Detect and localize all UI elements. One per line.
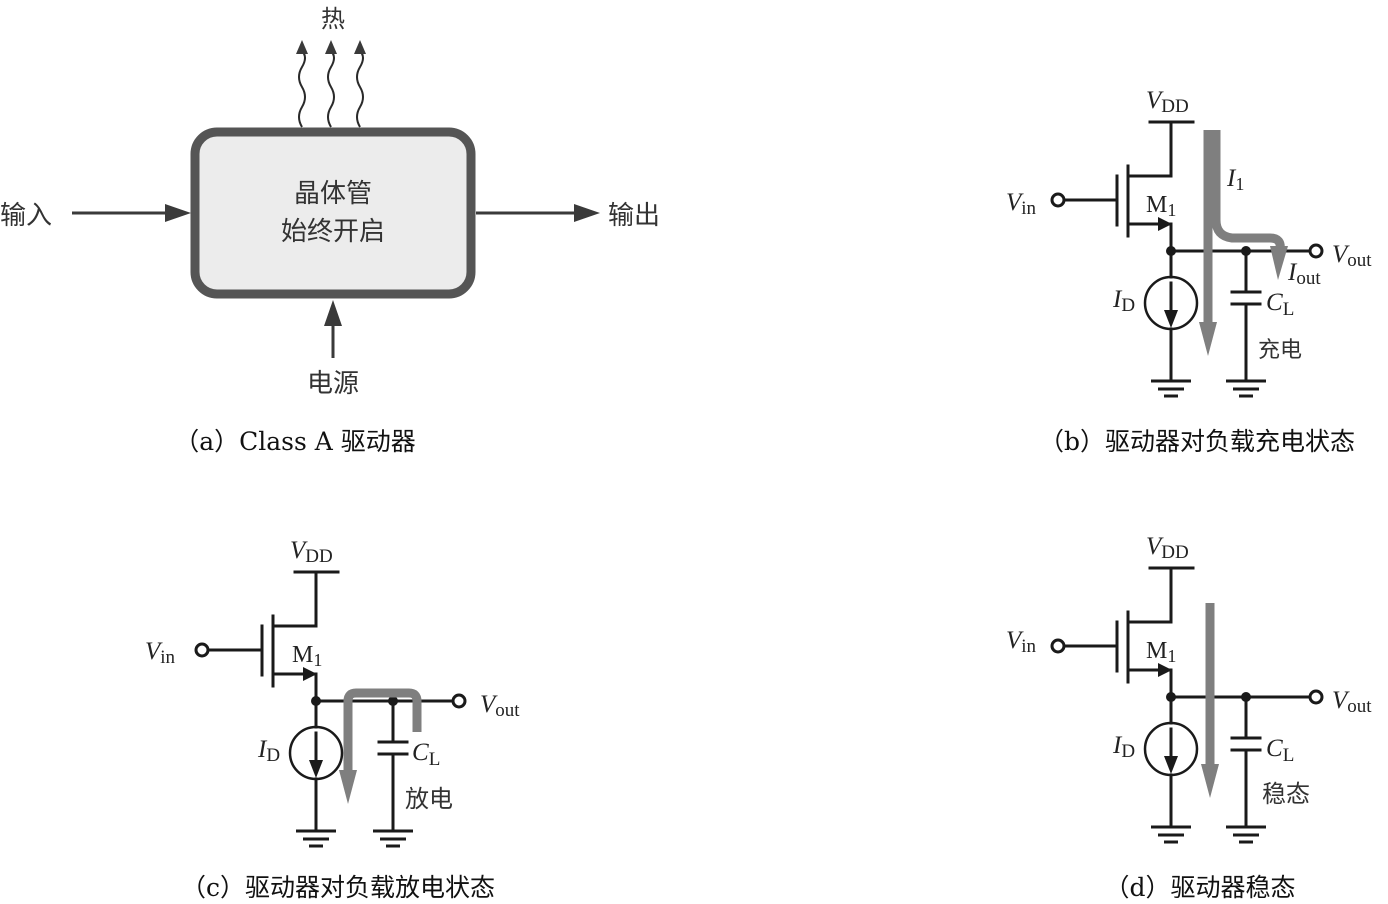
power-arrow [324, 300, 342, 358]
input-label: 输入 [0, 201, 52, 231]
block-label-line1: 晶体管 [294, 179, 372, 209]
heat-wave-3 [356, 50, 364, 128]
heat-wave-1 [298, 50, 306, 128]
power-label: 电源 [307, 369, 359, 399]
caption-b: （b）驱动器对负载充电状态 [1039, 427, 1355, 456]
i1-label: I1 [1226, 165, 1244, 194]
circuit-d [1050, 566, 1324, 844]
flow-arrows-b [1199, 130, 1288, 356]
m1-label: M1 [1146, 638, 1176, 666]
vout-label: Vout [1332, 241, 1372, 271]
vout-terminal [1308, 243, 1324, 259]
vin-terminal [1050, 192, 1066, 208]
block-label-line2: 始终开启 [281, 217, 385, 247]
state-label-steady: 稳态 [1262, 780, 1310, 808]
caption-d: （d）驱动器稳态 [1104, 873, 1295, 902]
id-label: ID [1112, 732, 1135, 762]
vout-terminal [451, 693, 467, 709]
cl-label: CL [1266, 735, 1294, 766]
vout-label: Vout [1332, 687, 1372, 717]
transistor-block [190, 127, 476, 299]
flow-arrows-d [1201, 603, 1219, 798]
output-arrow [476, 204, 600, 222]
panel-b: VDD Vin M1 I1 Vout Iout ID CL 充电 [1006, 87, 1372, 398]
vin-terminal [1050, 638, 1066, 654]
id-label: ID [257, 736, 280, 766]
caption-a: （a）Class A 驱动器 [174, 427, 416, 456]
m1-label: M1 [292, 642, 322, 670]
panel-a: 晶体管 始终开启 输入 输出 电源 热 （a）Clas [0, 5, 660, 456]
output-label: 输出 [608, 201, 660, 231]
state-label-charging: 充电 [1258, 338, 1302, 363]
heat-wave-2 [327, 50, 335, 128]
flow-discharge [343, 688, 422, 772]
heat-arrows [296, 40, 366, 128]
flow-arrows-c [339, 688, 422, 804]
vin-label: Vin [1006, 189, 1037, 219]
vdd-label: VDD [290, 537, 333, 567]
m1-label: M1 [1146, 192, 1176, 220]
panel-c: VDD Vin M1 Vout ID CL 放电 [145, 537, 520, 848]
circuit-c [194, 570, 467, 848]
vin-label: Vin [145, 638, 176, 668]
vdd-label: VDD [1146, 87, 1189, 117]
flow-iout [1211, 130, 1285, 251]
source-arrow [1158, 217, 1172, 231]
vout-terminal [1308, 689, 1324, 705]
iout-label: Iout [1287, 259, 1321, 289]
circuit-b [1050, 120, 1324, 398]
vin-label: Vin [1006, 627, 1037, 657]
vdd-label: VDD [1146, 533, 1189, 563]
state-label-discharging: 放电 [405, 785, 453, 813]
caption-c: （c）驱动器对负载放电状态 [181, 873, 495, 902]
heat-label: 热 [321, 5, 345, 33]
cl-label: CL [412, 739, 440, 770]
id-label: ID [1112, 286, 1135, 316]
panel-d: VDD Vin M1 Vout ID CL 稳态 [1006, 533, 1372, 844]
input-arrow [72, 204, 191, 222]
vout-label: Vout [480, 691, 520, 721]
vin-terminal [194, 642, 210, 658]
cl-label: CL [1266, 289, 1294, 320]
